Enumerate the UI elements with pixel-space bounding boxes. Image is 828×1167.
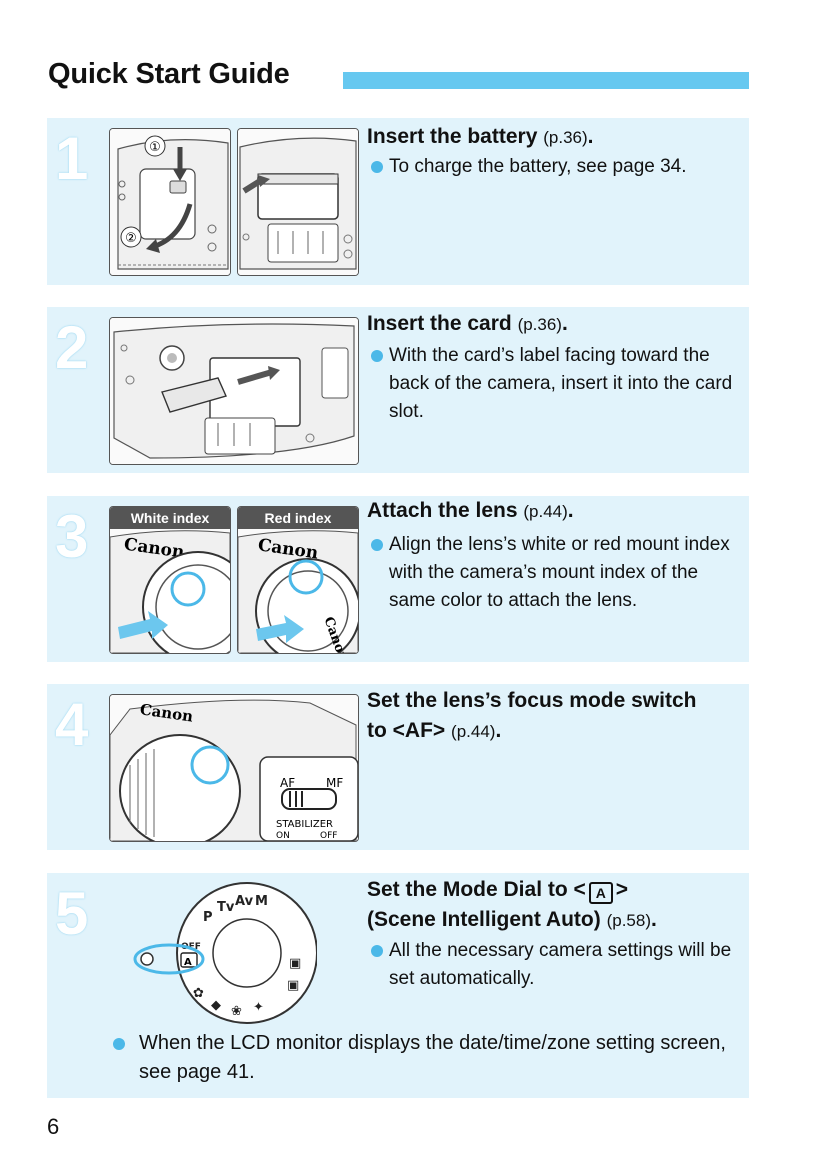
red-index-label: Red index bbox=[238, 507, 358, 529]
step-5-heading: Set the Mode Dial to <A> (Scene Intellig… bbox=[367, 875, 737, 936]
heading-period: . bbox=[561, 312, 568, 335]
step-number: 1 bbox=[55, 125, 89, 192]
heading-text: Insert the battery bbox=[367, 125, 538, 148]
step-2-bullet: With the card’s label facing toward the … bbox=[369, 342, 749, 426]
bullet-text: Align the lens’s white or red mount inde… bbox=[389, 534, 730, 611]
heading-text: Set the lens’s focus mode switch to <AF> bbox=[367, 689, 697, 742]
heading-period: . bbox=[587, 125, 594, 148]
heading-period: . bbox=[495, 719, 502, 742]
scene-intelligent-auto-icon: A bbox=[588, 882, 613, 904]
on-label: ON bbox=[276, 831, 290, 841]
svg-text:A: A bbox=[184, 957, 192, 968]
battery-insert-illustration bbox=[237, 128, 359, 276]
page-title: Quick Start Guide bbox=[48, 58, 290, 90]
step-3-heading: Attach the lens (p.44). bbox=[367, 496, 737, 527]
svg-text:◆: ◆ bbox=[211, 998, 221, 1013]
battery-cover-illustration: ① ② bbox=[109, 128, 231, 276]
white-index-label: White index bbox=[110, 507, 230, 529]
svg-text:M: M bbox=[255, 894, 268, 909]
page-number: 6 bbox=[47, 1114, 60, 1139]
svg-text:✿: ✿ bbox=[193, 986, 204, 1001]
svg-text:P: P bbox=[203, 910, 213, 925]
step-5-bullet: All the necessary camera settings will b… bbox=[369, 937, 749, 993]
page-ref: (p.36) bbox=[517, 315, 562, 334]
svg-text:❀: ❀ bbox=[231, 1004, 242, 1019]
page-ref: (p.36) bbox=[543, 128, 588, 147]
callout-2: ② bbox=[125, 231, 137, 246]
step-1-heading: Insert the battery (p.36). bbox=[367, 122, 737, 153]
step-4-heading: Set the lens’s focus mode switch to <AF>… bbox=[367, 686, 707, 747]
step-2-heading: Insert the card (p.36). bbox=[367, 309, 737, 340]
af-label: AF bbox=[280, 776, 295, 790]
page-ref: (p.58) bbox=[606, 911, 651, 930]
step-number: 4 bbox=[55, 691, 89, 758]
bullet-dot-icon bbox=[371, 539, 383, 551]
bullet-dot-icon bbox=[371, 350, 383, 362]
svg-text:Tv: Tv bbox=[217, 900, 235, 915]
title-accent-bar bbox=[343, 72, 749, 89]
bullet-dot-icon bbox=[371, 161, 383, 173]
note-text: When the LCD monitor displays the date/t… bbox=[139, 1032, 726, 1083]
step-number: 5 bbox=[55, 880, 89, 947]
svg-text:▣: ▣ bbox=[287, 978, 299, 993]
bullet-dot-icon bbox=[371, 945, 383, 957]
svg-text:✦: ✦ bbox=[253, 1000, 264, 1015]
card-insert-illustration bbox=[109, 317, 359, 465]
heading-text-3: (Scene Intelligent Auto) bbox=[367, 908, 601, 931]
heading-text: Insert the card bbox=[367, 312, 512, 335]
white-index-illustration: Canon White index bbox=[109, 506, 231, 654]
bullet-text: All the necessary camera settings will b… bbox=[389, 940, 732, 989]
step-2-panel: 2 Insert the card (p.36). With the card’… bbox=[47, 307, 749, 473]
step-1-bullet: To charge the battery, see page 34. bbox=[369, 153, 749, 181]
bullet-text: With the card’s label facing toward the … bbox=[389, 345, 733, 422]
mf-label: MF bbox=[326, 776, 343, 790]
stabilizer-label: STABILIZER bbox=[276, 819, 333, 830]
heading-period: . bbox=[651, 908, 657, 931]
step-3-panel: 3 Canon White index Canon Canon Red inde… bbox=[47, 496, 749, 662]
red-index-illustration: Canon Canon Red index bbox=[237, 506, 359, 654]
heading-text: Attach the lens bbox=[367, 499, 518, 522]
page-ref: (p.44) bbox=[451, 722, 496, 741]
step-5-note: When the LCD monitor displays the date/t… bbox=[113, 1029, 739, 1087]
heading-period: . bbox=[567, 499, 574, 522]
heading-text-1: Set the Mode Dial to < bbox=[367, 878, 586, 901]
svg-text:▣: ▣ bbox=[289, 956, 301, 971]
bullet-dot-icon bbox=[113, 1038, 125, 1050]
step-number: 3 bbox=[55, 503, 89, 570]
callout-1: ① bbox=[149, 140, 161, 155]
off-label: OFF bbox=[320, 831, 337, 841]
focus-switch-illustration: Canon AF MF STABILIZER ON OFF bbox=[109, 694, 359, 842]
step-3-bullet: Align the lens’s white or red mount inde… bbox=[369, 531, 749, 615]
page-ref: (p.44) bbox=[523, 502, 568, 521]
step-1-panel: 1 ① ② bbox=[47, 118, 749, 285]
step-4-panel: 4 Canon AF MF STABILIZER ON OFF Set the … bbox=[47, 684, 749, 850]
svg-text:Av: Av bbox=[235, 894, 254, 909]
step-number: 2 bbox=[55, 314, 89, 381]
bullet-text: To charge the battery, see page 34. bbox=[389, 156, 687, 177]
heading-text-2: > bbox=[615, 878, 629, 901]
